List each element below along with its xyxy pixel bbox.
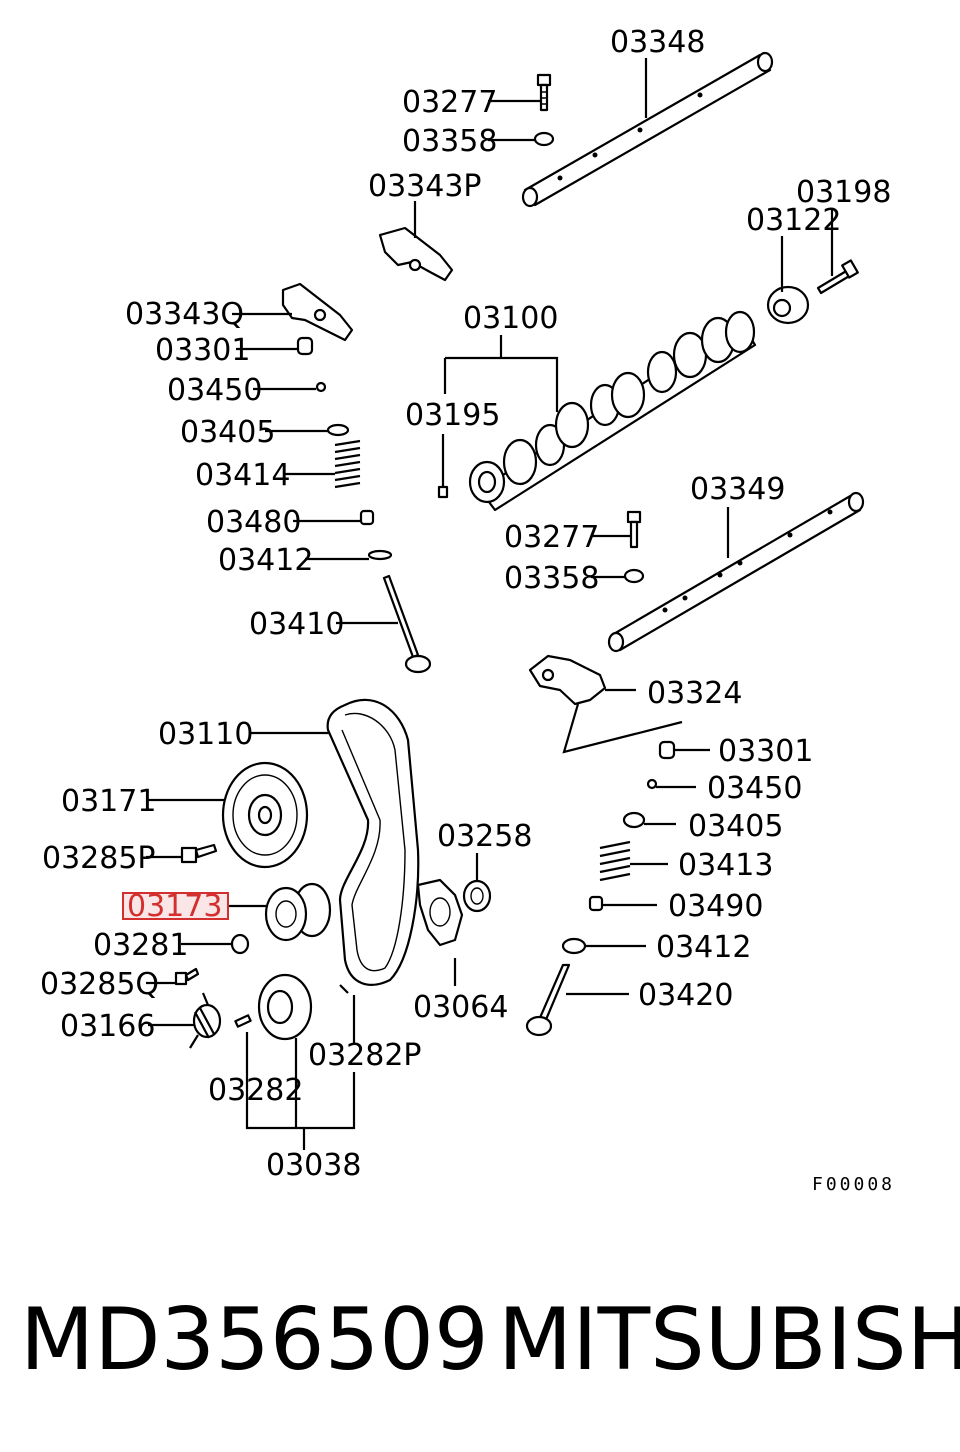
timing-belt-icon [326,698,420,986]
spring-seat-icon [367,549,393,561]
adjuster-icon [296,336,314,356]
footer: MD356509 MITSUBISHI [0,1290,960,1410]
part-labels: 03348 03277 03358 03343P 03198 03122 033… [40,25,895,1195]
label-03277-upper: 03277 [402,85,497,120]
label-03285Q: 03285Q [40,967,159,1002]
label-03405-left: 03405 [180,415,275,450]
bolt-icon [626,510,642,549]
leader-lines [146,58,834,1150]
valve-spring-icon [599,840,631,882]
label-03450-left: 03450 [167,373,262,408]
rocker-arm-icon [281,282,354,342]
woodruff-key-icon [234,1014,252,1028]
belt-cover-icon [416,878,464,947]
label-03110: 03110 [158,717,253,752]
exhaust-valve-icon [525,963,571,1037]
pin-icon [339,984,349,994]
valve-spring-icon [334,439,361,489]
label-03038: 03038 [266,1148,361,1183]
label-03349: 03349 [690,472,785,507]
label-03358-upper: 03358 [402,124,497,159]
adjuster-icon [658,740,676,760]
tensioner-pulley-icon [264,882,332,942]
label-03490: 03490 [668,889,763,924]
label-03301-right: 03301 [718,734,813,769]
retainer-icon [646,778,658,790]
label-03198: 03198 [796,175,891,210]
label-03301-left: 03301 [155,333,250,368]
label-03348: 03348 [610,25,705,60]
camshaft-icon [468,310,757,512]
label-03122: 03122 [746,203,841,238]
washer-icon [623,568,645,584]
label-03173: 03173 [127,889,222,924]
crankshaft-sprocket-icon [257,973,313,1041]
label-03358-lower: 03358 [504,561,599,596]
label-03166: 03166 [60,1009,155,1044]
label-03195: 03195 [405,398,500,433]
camshaft-plug-icon [766,285,810,325]
label-03343P: 03343P [368,169,482,204]
label-03480: 03480 [206,505,301,540]
label-03064: 03064 [413,990,508,1025]
label-03100: 03100 [463,301,558,336]
label-03324: 03324 [647,676,742,711]
spring-retainer-icon [326,423,350,437]
label-03414: 03414 [195,458,290,493]
label-03420: 03420 [638,978,733,1013]
label-03281: 03281 [93,928,188,963]
oil-seal-icon [462,879,492,913]
valve-seal-icon [588,895,604,912]
label-03343Q: 03343Q [125,297,244,332]
bolt-icon [816,259,859,295]
washer-icon [533,131,555,147]
label-03277-lower: 03277 [504,520,599,555]
label-03405-right: 03405 [688,809,783,844]
spring-retainer-icon [622,811,646,829]
label-03285P: 03285P [42,841,156,876]
bolt-icon [536,73,552,112]
label-03450-right: 03450 [707,771,802,806]
spring-seat-icon [561,937,587,955]
intake-valve-icon [382,574,432,674]
highlight-box [122,892,229,920]
retainer-icon [315,381,327,393]
label-03258: 03258 [437,819,532,854]
label-03171: 03171 [61,784,156,819]
rocker-shaft-lower [607,491,865,653]
valve-seal-icon [359,509,375,526]
rocker-shaft-upper [521,51,774,208]
label-03410: 03410 [249,607,344,642]
brand-name: MITSUBISHI [498,1290,960,1390]
bolt-icon [174,967,200,986]
label-03412-left: 03412 [218,543,313,578]
rocker-arm-icon [378,226,454,282]
label-03412-right: 03412 [656,930,751,965]
tensioner-spring-icon [189,992,222,1049]
label-03282: 03282 [208,1073,303,1108]
label-03282P: 03282P [308,1038,422,1073]
camshaft-sprocket-icon [221,761,309,869]
rocker-arm-icon [528,654,607,706]
part-number: MD356509 [20,1290,489,1390]
dowel-pin-icon [437,485,449,499]
bolt-icon [180,843,218,864]
label-03413: 03413 [678,848,773,883]
washer-icon [230,933,250,955]
figure-code: F00008 [812,1174,895,1195]
